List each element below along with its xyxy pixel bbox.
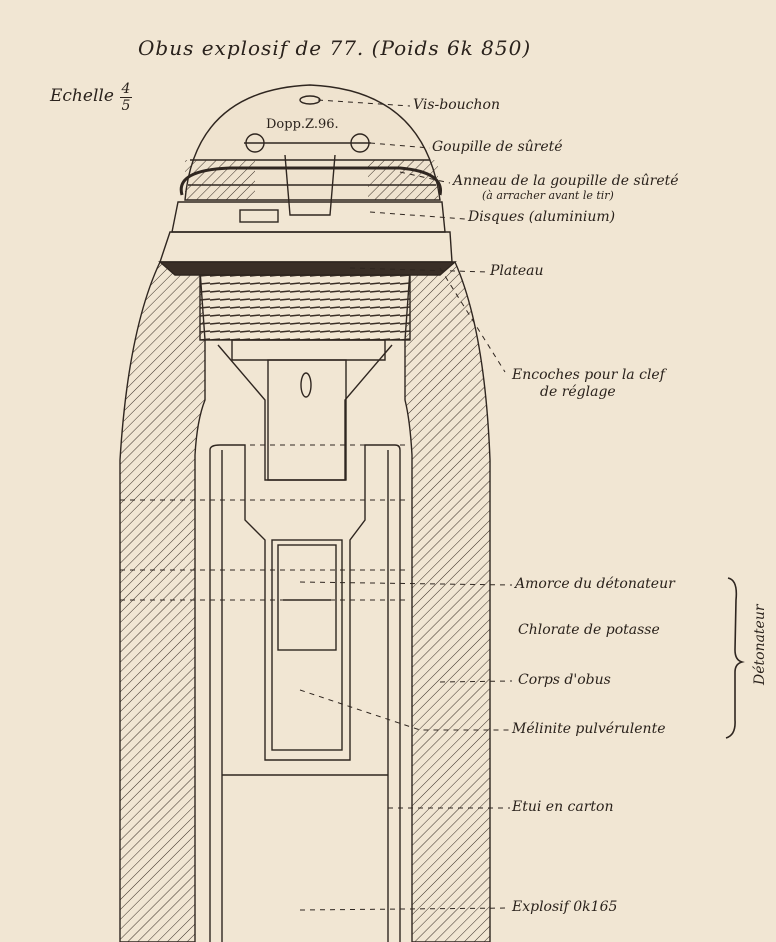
scale-label: Echelle <box>50 86 114 106</box>
label-plateau: Plateau <box>490 263 544 279</box>
scale-denominator: 5 <box>121 98 131 114</box>
label-detonateur: Détonateur <box>752 604 768 685</box>
fuze-marking: Dopp.Z.96. <box>266 117 339 132</box>
label-anneau: Anneau de la goupille de sûreté <box>453 173 679 189</box>
label-encoches-1: Encoches pour la clef <box>512 367 665 383</box>
label-goupille: Goupille de sûreté <box>432 139 563 155</box>
scale-fraction: 4 5 <box>120 82 132 113</box>
drawing-title: Obus explosif de 77. (Poids 6k 850) <box>138 36 532 60</box>
label-anneau-note: (à arracher avant le tir) <box>482 189 614 202</box>
label-corps: Corps d'obus <box>518 672 611 688</box>
label-chlorate: Chlorate de potasse <box>518 622 660 638</box>
shell-wall-left <box>119 261 206 942</box>
shell-wall-right <box>404 261 491 942</box>
label-amorce: Amorce du détonateur <box>515 576 675 592</box>
label-vis-bouchon: Vis-bouchon <box>413 97 500 113</box>
label-encoches-2: de réglage <box>540 384 616 400</box>
label-explosif: Explosif 0k165 <box>512 899 618 915</box>
label-melinite: Mélinite pulvérulente <box>512 721 666 737</box>
safety-ring <box>179 166 442 196</box>
scale-numerator: 4 <box>121 81 131 97</box>
label-etui: Etui en carton <box>512 799 614 815</box>
label-disques: Disques (aluminium) <box>468 209 616 225</box>
detonator-brace <box>725 577 745 739</box>
